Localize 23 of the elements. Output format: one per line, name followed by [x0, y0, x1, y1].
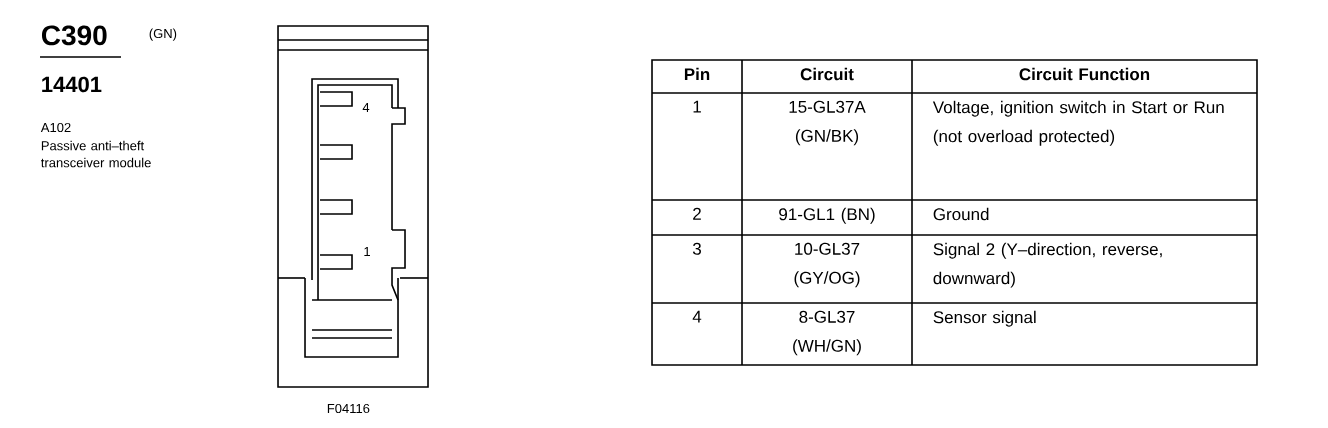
table-cell: Voltage, ignition switch in Start or Run (not overload protected) [932, 100, 1224, 146]
component-name: Passive anti–theft transceiver module [41, 140, 151, 168]
table-cell: Signal 2 (Y–direction, reverse, downward) [933, 242, 1162, 288]
table-header-cell: Circuit [800, 67, 854, 81]
pin-number: 1 [364, 247, 370, 256]
table-cell: 4 [692, 310, 702, 323]
table-cell: 8-GL37 (WH/GN) [793, 310, 861, 356]
table-cell: Sensor signal [933, 310, 1036, 327]
table-cell: 15-GL37A (GN/BK) [789, 100, 866, 146]
color-code: (GN) [149, 28, 177, 41]
table-cell: Ground [933, 207, 989, 221]
table-header-cell: Pin [684, 67, 710, 81]
table-cell: 91-GL1 (BN) [779, 207, 875, 224]
table-header-cell: Circuit Function [1019, 67, 1150, 81]
part-number: 14401 [42, 76, 102, 93]
component-code: A102 [40, 122, 71, 133]
figure-number: F04116 [327, 403, 370, 414]
table-cell: 2 [693, 207, 701, 220]
pin-number: 4 [362, 103, 370, 112]
connector-number: C390 [41, 25, 107, 46]
table-cell: 1 [693, 100, 701, 113]
table-cell: 10-GL37 (GY/OG) [794, 242, 860, 288]
table-cell: 3 [692, 242, 701, 255]
